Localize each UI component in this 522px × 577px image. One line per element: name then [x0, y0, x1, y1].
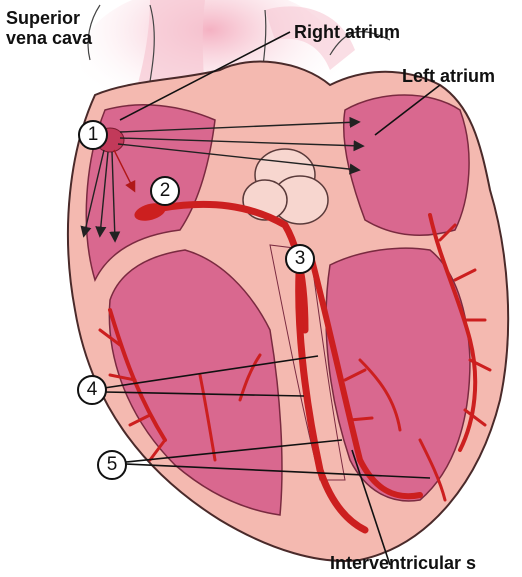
left-atrium-label: Left atrium [402, 66, 495, 86]
superior-vena-cava-label-line2: vena cava [6, 28, 92, 48]
marker-3: 3 [285, 244, 315, 274]
superior-vena-cava-label: Superior [6, 8, 80, 28]
marker-1: 1 [78, 120, 108, 150]
right-atrium-label: Right atrium [294, 22, 400, 42]
left-atrium-chamber [344, 95, 469, 235]
marker-4: 4 [77, 375, 107, 405]
marker-2: 2 [150, 176, 180, 206]
interventricular-septum-label: Interventricular s [330, 553, 476, 573]
marker-5: 5 [97, 450, 127, 480]
